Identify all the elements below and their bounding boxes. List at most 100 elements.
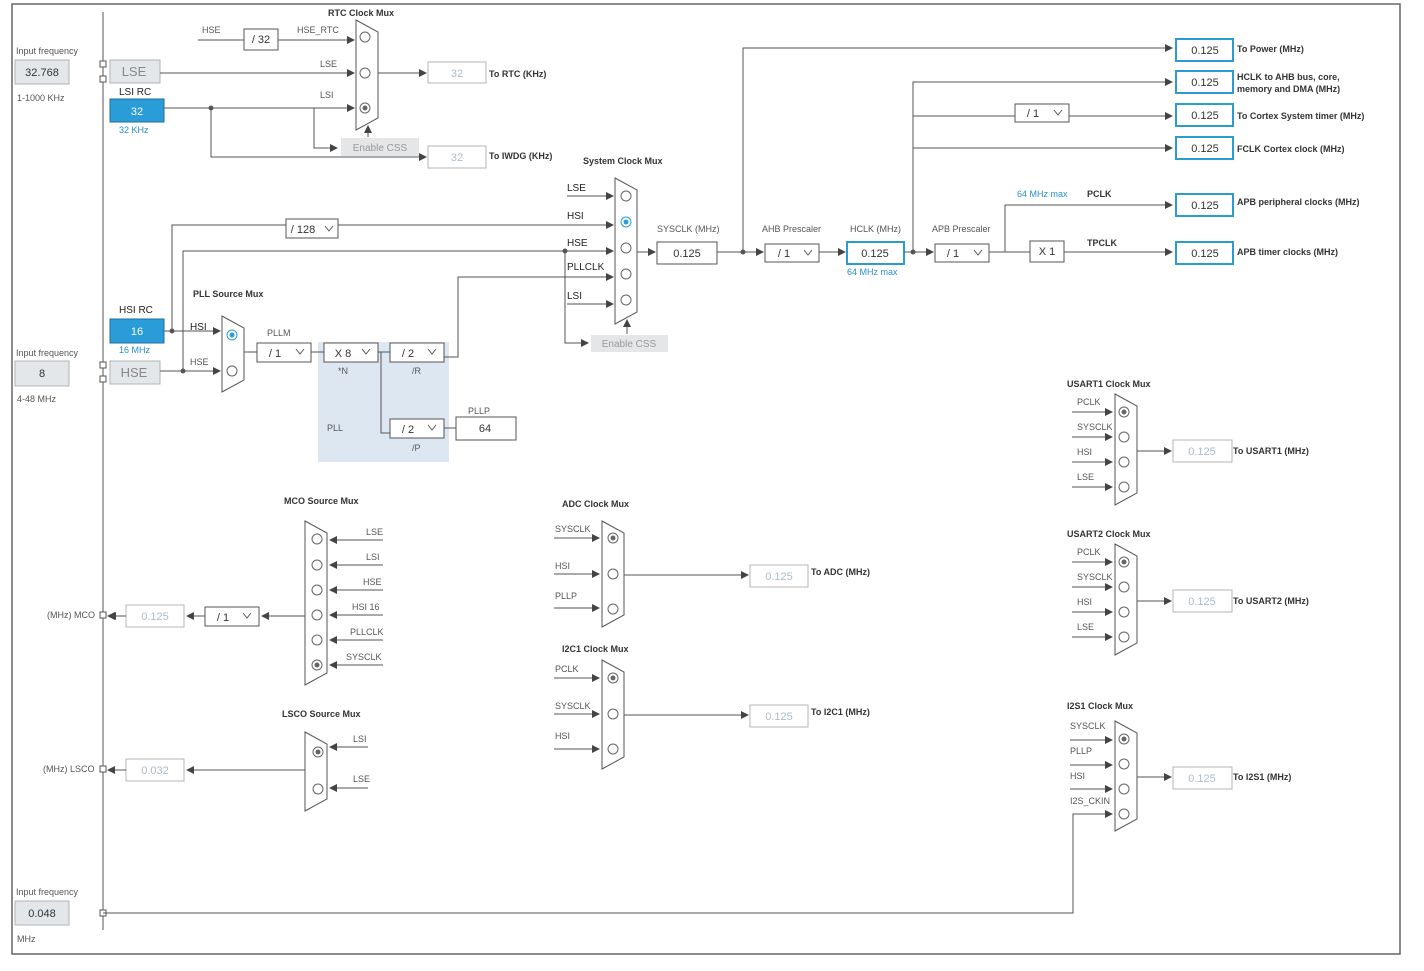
rtc-enable-css-button[interactable] bbox=[341, 138, 419, 156]
i2c1-radio-hsi[interactable] bbox=[607, 743, 619, 755]
rtc-radio-hse[interactable] bbox=[359, 31, 371, 43]
mco-divider-dropdown[interactable] bbox=[204, 606, 260, 627]
i2s1-output-value: 0.125 bbox=[1188, 773, 1216, 785]
usart2-clock-mux bbox=[1114, 543, 1138, 656]
ahb-prescaler-value: / 1 bbox=[778, 248, 790, 260]
i2s1-radio-hsi[interactable] bbox=[1118, 783, 1130, 795]
hsi-div128-dropdown[interactable] bbox=[285, 218, 339, 239]
pll-n-label: *N bbox=[338, 366, 348, 376]
hclk-field[interactable] bbox=[846, 241, 905, 265]
tpclk-label: TPCLK bbox=[1087, 238, 1117, 248]
lsco-radio-lse[interactable] bbox=[312, 783, 324, 795]
fclk-output-field[interactable] bbox=[1175, 136, 1234, 160]
hclk-max-label: 64 MHz max bbox=[847, 267, 898, 277]
mco-input-hsi16: HSI 16 bbox=[352, 602, 380, 612]
usart2-output-field[interactable] bbox=[1172, 589, 1233, 613]
sysmux-radio-pllclk[interactable] bbox=[620, 268, 632, 280]
usart1-radio-pclk-dot bbox=[1121, 409, 1127, 415]
rtc-radio-lse[interactable] bbox=[359, 67, 371, 79]
power-output-field[interactable] bbox=[1175, 38, 1234, 62]
sysclk-value: 0.125 bbox=[673, 248, 701, 260]
adc-radio-pllp[interactable] bbox=[607, 603, 619, 615]
i2c1-radio-pclk-dot bbox=[610, 675, 616, 681]
usart1-output-field[interactable] bbox=[1172, 439, 1233, 463]
apb-timer-output-value: 0.125 bbox=[1191, 248, 1219, 260]
usart1-radio-sysclk[interactable] bbox=[1118, 431, 1130, 443]
mco-radio-lse[interactable] bbox=[311, 533, 323, 545]
usart2-radio-lse[interactable] bbox=[1118, 631, 1130, 643]
hse-input-frequency-value: 8 bbox=[39, 368, 45, 380]
pllm-label: PLLM bbox=[267, 328, 291, 338]
i2c1-radio-sysclk[interactable] bbox=[607, 708, 619, 720]
i2c1-output-value: 0.125 bbox=[765, 711, 793, 723]
usart1-input-lse: LSE bbox=[1077, 472, 1094, 482]
cortex-timer-divider-dropdown[interactable] bbox=[1014, 103, 1070, 123]
i2c1-output-field[interactable] bbox=[749, 704, 809, 728]
i2s1-output-field[interactable] bbox=[1172, 766, 1233, 790]
apb-prescaler-dropdown[interactable] bbox=[934, 243, 990, 263]
pll-p-dropdown[interactable] bbox=[389, 418, 445, 439]
usart2-input-lse: LSE bbox=[1077, 622, 1094, 632]
mco-output-label: (MHz) MCO bbox=[47, 610, 95, 620]
lse-input-frequency-label: Input frequency bbox=[16, 46, 79, 56]
mco-radio-lsi[interactable] bbox=[311, 559, 323, 571]
lse-input-frequency-field[interactable] bbox=[14, 59, 70, 85]
pllp-output-field[interactable] bbox=[455, 416, 517, 441]
mco-radio-hse[interactable] bbox=[311, 584, 323, 596]
rtc-clock-mux-title: RTC Clock Mux bbox=[328, 8, 394, 18]
adc-radio-sysclk-dot bbox=[610, 535, 616, 541]
apb-timer-output-field[interactable] bbox=[1175, 241, 1234, 265]
adc-output-field[interactable] bbox=[749, 564, 809, 588]
sysclk-label: SYSCLK (MHz) bbox=[657, 224, 720, 234]
rtc-enable-css-label: Enable CSS bbox=[353, 143, 408, 154]
mco-radio-pllclk[interactable] bbox=[311, 634, 323, 646]
hsi-rc-unit: 16 MHz bbox=[119, 345, 151, 355]
hse-input-frequency-field[interactable] bbox=[14, 360, 70, 387]
sysmux-enable-css-button[interactable] bbox=[591, 335, 668, 352]
rtc-radio-lsi-dot bbox=[362, 105, 368, 111]
pll-source-radio-hse[interactable] bbox=[226, 365, 238, 377]
apb-peripheral-output-field[interactable] bbox=[1175, 193, 1234, 217]
usart1-radio-lse[interactable] bbox=[1118, 481, 1130, 493]
pll-source-hse-label: HSE bbox=[190, 357, 209, 367]
hsi-rc-value: 16 bbox=[131, 326, 143, 338]
adc-radio-hsi[interactable] bbox=[607, 568, 619, 580]
usart2-output-value: 0.125 bbox=[1188, 596, 1216, 608]
hse-oscillator[interactable] bbox=[109, 360, 161, 385]
usart2-clock-mux-title: USART2 Clock Mux bbox=[1067, 529, 1151, 539]
mco-radio-hsi16[interactable] bbox=[311, 609, 323, 621]
sysclk-field[interactable] bbox=[656, 241, 718, 265]
iwdg-output-field[interactable] bbox=[427, 145, 487, 169]
i2s1-radio-i2s-ckin[interactable] bbox=[1118, 808, 1130, 820]
pllm-dropdown[interactable] bbox=[256, 342, 312, 363]
i2s1-radio-pllp[interactable] bbox=[1118, 758, 1130, 770]
lsco-input-lsi: LSI bbox=[353, 734, 367, 744]
pin bbox=[99, 361, 107, 369]
sysmux-radio-lse[interactable] bbox=[620, 190, 632, 202]
mco-input-hse: HSE bbox=[363, 577, 382, 587]
i2s-input-frequency-field[interactable] bbox=[14, 900, 70, 926]
i2s-input-frequency-label: Input frequency bbox=[16, 887, 79, 897]
sysmux-radio-hse[interactable] bbox=[620, 242, 632, 254]
adc-clock-mux-title: ADC Clock Mux bbox=[562, 499, 629, 509]
usart1-clock-mux-title: USART1 Clock Mux bbox=[1067, 379, 1151, 389]
usart1-radio-hsi[interactable] bbox=[1118, 456, 1130, 468]
sysmux-radio-lsi[interactable] bbox=[620, 294, 632, 306]
usart1-input-sysclk: SYSCLK bbox=[1077, 422, 1113, 432]
hclk-ahb-output-value: 0.125 bbox=[1191, 77, 1219, 89]
pin bbox=[99, 765, 107, 773]
pll-r-dropdown[interactable] bbox=[389, 342, 445, 363]
rtc-output-field[interactable] bbox=[427, 61, 487, 84]
hclk-ahb-output-field[interactable] bbox=[1175, 70, 1234, 94]
lse-oscillator[interactable] bbox=[109, 59, 161, 84]
usart1-clock-mux bbox=[1114, 393, 1138, 506]
cortex-timer-output-field[interactable] bbox=[1175, 103, 1234, 127]
fclk-output-label: FCLK Cortex clock (MHz) bbox=[1237, 144, 1345, 154]
ahb-prescaler-dropdown[interactable] bbox=[764, 243, 820, 263]
usart2-input-hsi: HSI bbox=[1077, 597, 1092, 607]
usart2-radio-sysclk[interactable] bbox=[1118, 581, 1130, 593]
i2s1-output-label: To I2S1 (MHz) bbox=[1233, 772, 1291, 782]
adc-input-hsi: HSI bbox=[555, 561, 570, 571]
usart2-radio-hsi[interactable] bbox=[1118, 606, 1130, 618]
